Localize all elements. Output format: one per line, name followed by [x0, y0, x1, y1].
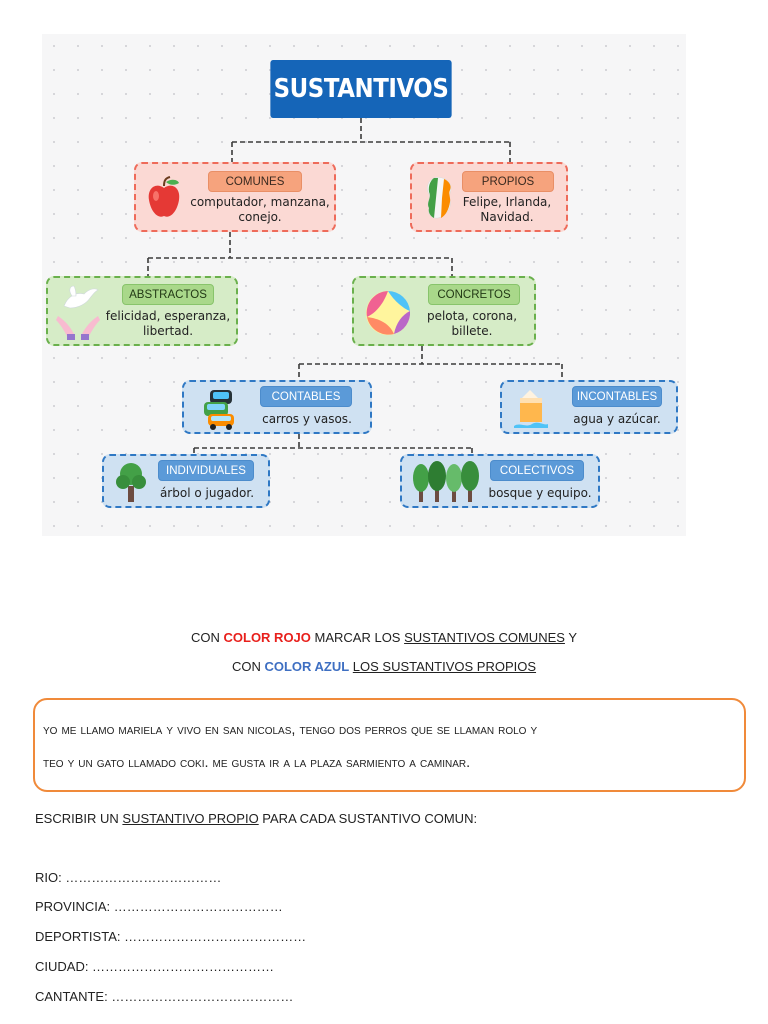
node-concretos: CONCRETOS pelota, corona, billete.: [352, 276, 536, 346]
answer-line-provincia[interactable]: PROVINCIA: …………………………………: [35, 899, 283, 914]
color-azul-label: COLOR AZUL: [264, 659, 350, 674]
text-propios-1: Felipe, Irlanda,: [462, 195, 552, 209]
dove-hands-icon: [56, 285, 100, 340]
answer-line-ciudad[interactable]: CIUDAD: ……………………………………: [35, 959, 275, 974]
concept-map: SUSTANTIVOS COMUNES computador, manzana,…: [42, 34, 686, 536]
sustantivos-comunes-label: SUSTANTIVOS COMUNES: [404, 630, 565, 645]
tag-comunes: COMUNES: [208, 171, 302, 192]
beach-ball-icon: [366, 290, 411, 335]
color-rojo-label: COLOR ROJO: [223, 630, 311, 645]
connector-lines: [147, 118, 563, 454]
node-contables: CONTABLES carros y vasos.: [182, 380, 372, 434]
instruction-line-2: CON COLOR AZUL LOS SUSTANTIVOS PROPIOS: [231, 659, 537, 674]
text-comunes-2: conejo.: [238, 210, 282, 224]
node-abstractos: ABSTRACTOS felicidad, esperanza, liberta…: [46, 276, 238, 346]
text-contables: carros y vasos.: [262, 412, 352, 426]
text-colectivos: bosque y equipo.: [488, 486, 592, 500]
tag-concretos: CONCRETOS: [428, 284, 520, 305]
tag-contables: CONTABLES: [260, 386, 352, 407]
sustantivos-propios-label: LOS SUSTANTIVOS PROPIOS: [352, 659, 537, 674]
node-individuales: INDIVIDUALES árbol o jugador.: [102, 454, 270, 508]
map-title: SUSTANTIVOS: [270, 60, 452, 118]
text-abstractos-1: felicidad, esperanza,: [105, 309, 231, 323]
cars-icon: [204, 390, 234, 430]
text-propios-2: Navidad.: [480, 210, 534, 224]
paragraph-box: Yo me llamo Mariela y vivo en San Nicola…: [33, 698, 746, 792]
answer-line-cantante[interactable]: CANTANTE: ……………………………………: [35, 989, 294, 1004]
exercise-instruction: ESCRIBIR UN SUSTANTIVO PROPIO PARA CADA …: [35, 811, 478, 826]
answer-line-deportista[interactable]: DEPORTISTA: ……………………………………: [35, 929, 307, 944]
text-incontables: agua y azúcar.: [573, 412, 661, 426]
sugar-water-icon: [514, 390, 548, 428]
text-concretos-2: billete.: [451, 324, 493, 338]
paragraph-line-2: Teo y un gato llamado Coki. Me gusta ir …: [43, 755, 471, 771]
text-individuales: árbol o jugador.: [159, 486, 255, 500]
text-abstractos-2: libertad.: [142, 324, 194, 338]
tree-icon: [116, 463, 146, 502]
tag-individuales: INDIVIDUALES: [158, 460, 254, 481]
ireland-map-icon: [427, 177, 452, 219]
node-incontables: INCONTABLES agua y azúcar.: [500, 380, 678, 434]
node-propios: PROPIOS Felipe, Irlanda, Navidad.: [410, 162, 568, 232]
text-concretos-1: pelota, corona,: [426, 309, 518, 323]
forest-icon: [413, 461, 479, 502]
answer-line-rio[interactable]: RIO: ………………………………: [35, 870, 222, 885]
paragraph-line-1: Yo me llamo Mariela y vivo en San Nicola…: [43, 722, 538, 738]
tag-colectivos: COLECTIVOS: [490, 460, 584, 481]
tag-incontables: INCONTABLES: [572, 386, 662, 407]
apple-icon: [148, 176, 180, 217]
node-comunes: COMUNES computador, manzana, conejo.: [134, 162, 336, 232]
instruction-line-1: CON COLOR ROJO MARCAR LOS SUSTANTIVOS CO…: [191, 630, 577, 645]
node-colectivos: COLECTIVOS bosque y equipo.: [400, 454, 600, 508]
tag-abstractos: ABSTRACTOS: [122, 284, 214, 305]
sustantivo-propio-label: SUSTANTIVO PROPIO: [122, 811, 259, 826]
tag-propios: PROPIOS: [462, 171, 554, 192]
text-comunes-1: computador, manzana,: [190, 195, 330, 209]
